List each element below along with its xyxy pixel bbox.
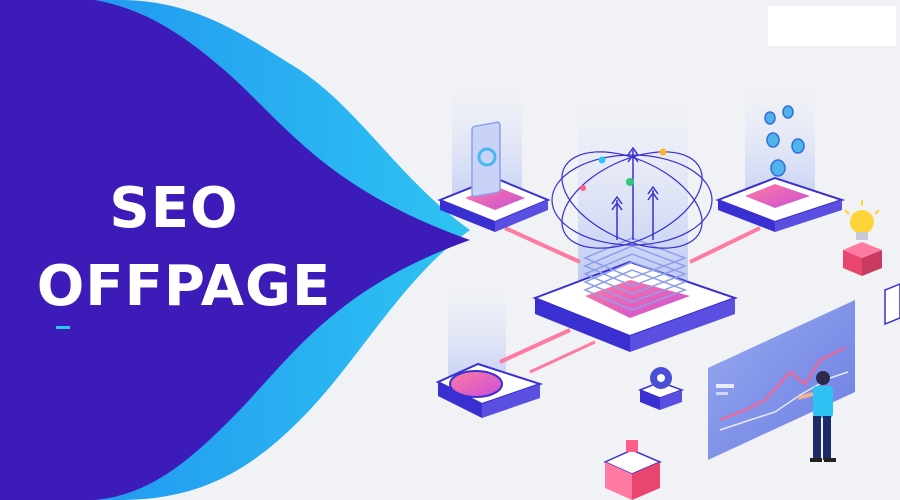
coins-icon [764,105,805,177]
lightbulb-icon [843,200,882,276]
title-underline-mark [56,326,70,329]
connector [689,226,761,264]
chart-screen-icon [708,300,855,460]
corner-blank-box [768,6,896,46]
person-icon [797,371,836,462]
ring-icon [449,370,503,398]
connector [499,328,571,364]
wave-purple [0,0,470,500]
arrow-up-icon [611,146,659,240]
connector [529,340,596,374]
gear-icon [637,367,685,410]
banner-title-line1: SEO [109,176,239,241]
banner-title-line2: OFFPAGE [36,254,332,319]
phone-icon [471,121,501,198]
cube-icon [603,440,662,500]
connector [504,226,581,264]
edge-block [884,283,900,326]
orbit-rings [551,151,713,249]
